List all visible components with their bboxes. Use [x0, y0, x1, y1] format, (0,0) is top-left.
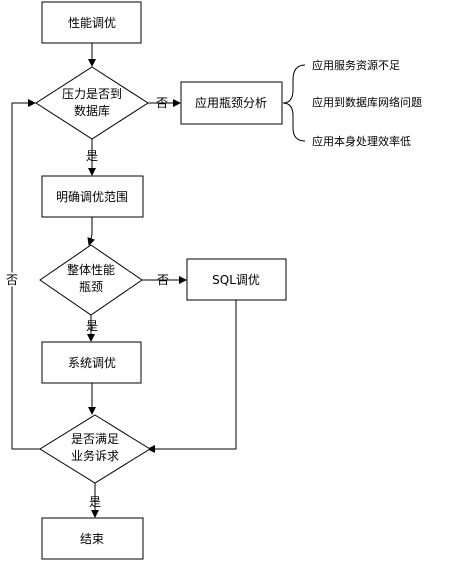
node-start [41, 1, 142, 44]
node-end-label: 结束 [80, 532, 104, 546]
reasons-brace [282, 64, 306, 142]
node-app-bottleneck [180, 81, 283, 125]
edge-q-meet-yes-label: 是 [89, 495, 101, 509]
decision-pressure-db-line1: 压力是否到 [62, 87, 122, 101]
node-end [41, 517, 144, 560]
edge-q-db-no-label: 否 [156, 96, 168, 110]
node-system-tuning-label: 系统调优 [68, 356, 116, 370]
decision-pressure-db-line2: 数据库 [74, 103, 110, 118]
node-scope-label: 明确调优范围 [56, 190, 128, 204]
edge-q-meet-no-loop [11, 99, 40, 450]
reason-1: 应用服务资源不足 [312, 58, 400, 72]
edge-q-overall-no-label: 否 [157, 273, 169, 287]
node-scope [41, 175, 144, 218]
node-sql-tuning-label: SQL调优 [212, 273, 260, 287]
decision-pressure-db [35, 66, 149, 140]
reason-2: 应用到数据库网络问题 [312, 95, 422, 109]
node-start-label: 性能调优 [68, 16, 116, 30]
decision-meet-line1: 是否满足 [71, 432, 119, 446]
reason-3: 应用本身处理效率低 [312, 134, 411, 148]
node-system-tuning [41, 341, 142, 384]
decision-meet-line2: 业务诉求 [71, 448, 119, 463]
node-app-bottleneck-label: 应用瓶颈分析 [195, 95, 267, 110]
edge-scope-to-q-overall [87, 217, 96, 246]
edge-q-db-yes-label: 是 [86, 149, 98, 163]
node-sql-tuning [186, 258, 287, 301]
edge-q-overall-yes-label: 是 [86, 319, 98, 333]
decision-overall-line1: 整体性能 [67, 262, 115, 277]
edge-q-meet-no-label: 否 [6, 273, 18, 287]
decision-overall-line2: 瓶颈 [79, 280, 103, 294]
edge-sql-to-q-meet [147, 300, 237, 453]
